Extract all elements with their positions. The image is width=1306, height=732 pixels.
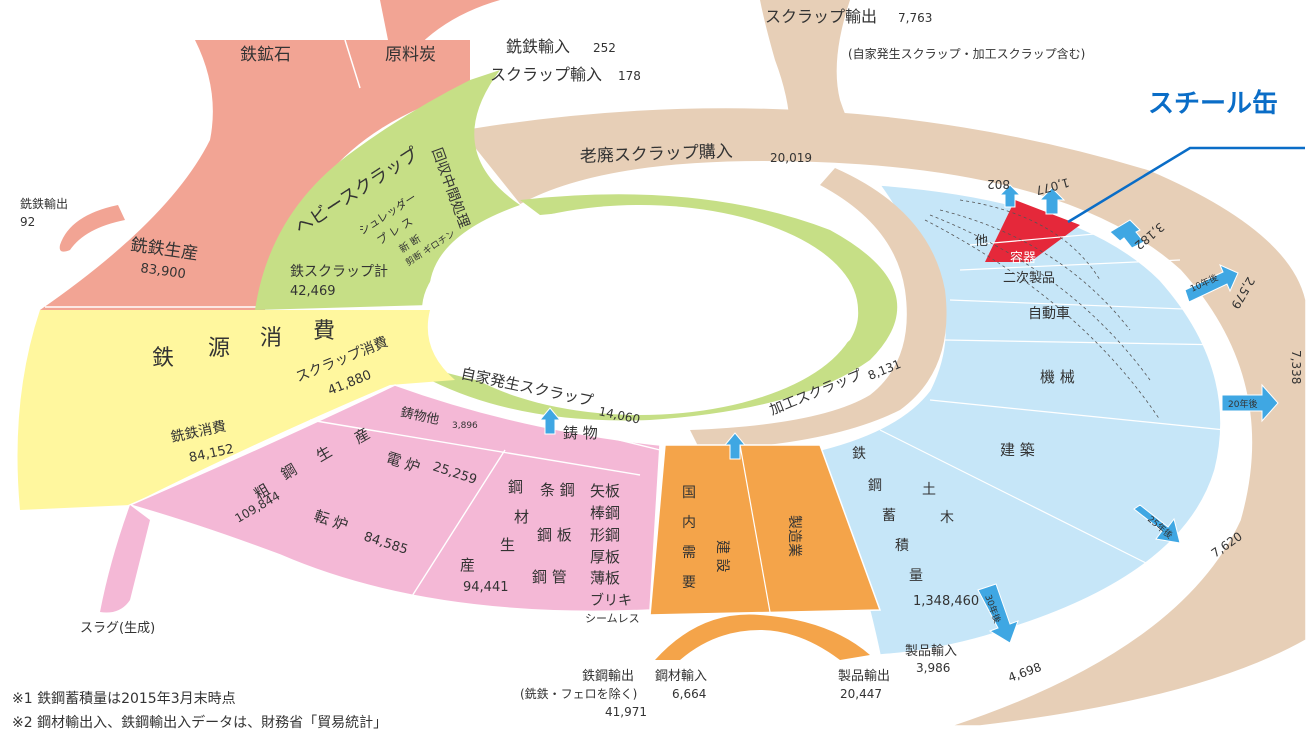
footnote-1: ※1 鉄鋼蓄積量は2015年3月末時点 xyxy=(12,691,236,707)
casting-label: 鋳 物 xyxy=(563,424,598,442)
arrow-20y-label: 20年後 xyxy=(1228,398,1257,410)
value-4698: 4,698 xyxy=(1006,660,1043,685)
steel-products-char2: 材 xyxy=(514,508,529,526)
iron-source-char3: 消 xyxy=(260,326,282,351)
product-seamless: シームレス xyxy=(585,612,640,625)
construction-label: 建 設 xyxy=(714,540,730,572)
stock-value: 1,348,460 xyxy=(913,594,979,609)
domestic-char1: 国 xyxy=(682,485,696,501)
scrap-export-value: 7,763 xyxy=(898,11,932,25)
page-title: スチール缶 xyxy=(1148,88,1278,119)
product-sheet-pile: 矢板 xyxy=(590,482,620,500)
other-label: 他 xyxy=(975,234,988,249)
scrap-total-value: 42,469 xyxy=(290,284,336,299)
product-import-label: 製品輸入 xyxy=(905,644,957,659)
stock-dividers xyxy=(879,229,1231,571)
pig-iron-export-flow xyxy=(59,205,125,252)
civil-char2: 木 xyxy=(940,510,954,526)
scrap-import-label: スクラップ輸入 xyxy=(490,65,602,84)
container-segment xyxy=(985,200,1080,262)
steel-products-value: 94,441 xyxy=(463,580,509,595)
product-export-value: 20,447 xyxy=(840,687,882,701)
iron-ore-label: 鉄鉱石 xyxy=(240,45,291,65)
scrap-export-note: (自家発生スクラップ・加工スクラップ含む) xyxy=(848,46,1085,61)
steel-stock-area xyxy=(819,184,1222,656)
steel-products-char3: 生 xyxy=(500,536,515,554)
iron-source-char4: 費 xyxy=(313,319,335,344)
pig-iron-export-label: 銑鉄輸出 xyxy=(20,196,68,211)
ore-flow xyxy=(40,40,470,310)
machinery-label: 機 械 xyxy=(1040,368,1075,386)
steel-import-flow xyxy=(655,614,870,660)
value-7338: 7,338 xyxy=(1289,350,1303,384)
pig-iron-import-label: 銑鉄輸入 xyxy=(506,37,570,56)
pig-iron-import-value: 252 xyxy=(593,41,616,55)
coking-coal-label: 原料炭 xyxy=(385,45,436,65)
old-scrap-value: 20,019 xyxy=(770,151,812,165)
slag-flow xyxy=(100,505,150,613)
scrap-export-flow xyxy=(760,0,860,140)
iron-source-band xyxy=(17,310,455,510)
steel-export-note: (銑鉄・フェロを除く) xyxy=(520,686,637,701)
steel-export-value: 41,971 xyxy=(605,705,647,719)
crude-steel-area xyxy=(127,384,661,613)
product-import-flow xyxy=(905,595,950,645)
manufacturing-label: 製造業 xyxy=(786,515,802,557)
scrap-ring-outer xyxy=(458,106,1306,726)
scrap-total-label: 鉄スクラップ計 xyxy=(290,264,388,280)
castings-label: 鋳物他 xyxy=(399,404,440,428)
scrap-export-label: スクラップ輸出 xyxy=(765,7,877,26)
plate-label: 鋼 板 xyxy=(537,526,572,544)
secondary-label: 二次製品 xyxy=(1003,270,1055,286)
product-heavy-plate: 厚板 xyxy=(590,548,620,566)
stock-char5: 量 xyxy=(909,568,923,584)
automobile-label: 自動車 xyxy=(1028,305,1070,322)
pipe-label: 鋼 管 xyxy=(532,568,567,586)
steel-products-char1: 鋼 xyxy=(508,478,523,496)
iron-source-char1: 鉄 xyxy=(152,346,174,371)
product-import-value: 3,986 xyxy=(916,661,950,675)
stock-char2: 鋼 xyxy=(868,478,882,494)
scrap-import-value: 178 xyxy=(618,69,641,83)
product-thin-plate: 薄板 xyxy=(590,569,620,587)
stock-char1: 鉄 xyxy=(852,446,866,462)
domestic-char3: 需 xyxy=(682,545,696,561)
steel-export-label: 鉄鋼輸出 xyxy=(582,669,634,684)
strip-label: 条 鋼 xyxy=(540,481,575,499)
building-label: 建 築 xyxy=(1000,441,1035,459)
footnote-2: ※2 鋼材輸出入、鉄鋼輸出入データは、財務省「貿易統計」 xyxy=(12,715,388,731)
steel-import-label: 鋼材輸入 xyxy=(655,669,707,684)
value-802: 802 xyxy=(987,177,1010,191)
heavy-scrap-flow xyxy=(255,70,520,310)
steel-import-value: 6,664 xyxy=(672,687,706,701)
stock-char4: 積 xyxy=(895,538,909,554)
product-bar: 棒鋼 xyxy=(590,504,620,522)
slag-label: スラグ(生成) xyxy=(80,621,155,636)
container-label: 容器 xyxy=(1010,250,1036,266)
domestic-char4: 要 xyxy=(682,575,696,591)
flow-arrows xyxy=(538,184,1279,644)
stock-char3: 蓄 xyxy=(882,508,896,524)
product-export-label: 製品輸出 xyxy=(838,669,890,684)
product-tinplate: ブリキ xyxy=(590,592,632,609)
castings-value: 3,896 xyxy=(452,421,478,431)
steel-products-char4: 産 xyxy=(460,556,475,574)
domestic-char2: 内 xyxy=(682,515,696,531)
pig-iron-export-value: 92 xyxy=(20,215,35,229)
domestic-demand-area xyxy=(649,444,882,616)
civil-char1: 土 xyxy=(922,482,936,498)
product-section: 形鋼 xyxy=(590,526,620,544)
iron-source-char2: 源 xyxy=(208,336,230,361)
pig-iron-production-value: 83,900 xyxy=(139,261,186,282)
